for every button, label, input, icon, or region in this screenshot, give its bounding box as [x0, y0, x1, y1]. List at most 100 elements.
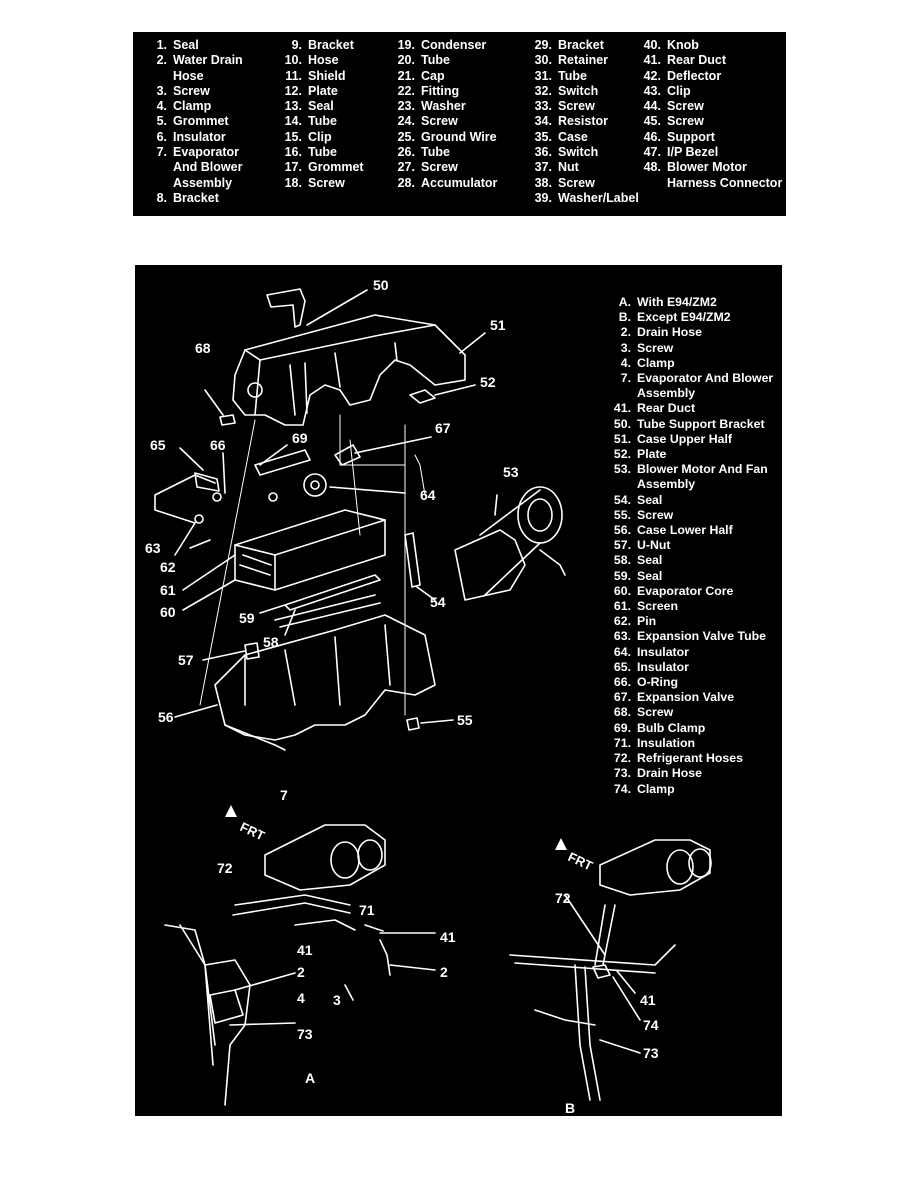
view-a-label: A: [305, 1070, 315, 1086]
legend-number: 36.: [534, 145, 552, 160]
legend-text: Drain Hose: [637, 325, 702, 340]
legend-text: With E94/ZM2: [637, 295, 717, 309]
view-a-frt-label: FRT: [238, 819, 267, 843]
callout-a-4: 4: [297, 990, 305, 1006]
legend-entry: 6.Insulator: [151, 130, 243, 145]
diagram-legend-entry: 59.Seal: [605, 569, 773, 584]
legend-text: Evaporator Core: [637, 583, 734, 598]
legend-text: Washer/Label: [558, 190, 639, 205]
legend-number: 38.: [534, 175, 552, 190]
legend-number: 72.: [613, 751, 631, 766]
diagram-legend-entry: 2. Drain Hose: [605, 325, 773, 340]
legend-number: 44.: [643, 99, 661, 114]
callout-55: 55: [457, 712, 473, 728]
diagram-legend-entry: A.With E94/ZM2: [605, 295, 773, 310]
legend-entry: And Blower: [151, 160, 243, 175]
legend-number: 6.: [156, 129, 167, 144]
legend-text: Screw: [558, 99, 595, 114]
legend-number: 62.: [613, 614, 631, 629]
legend-number: 64.: [613, 644, 631, 659]
callout-a-72: 72: [217, 860, 233, 876]
diagram-legend-entry: 55.Screw: [605, 508, 773, 523]
legend-text: Screw: [173, 83, 210, 98]
view-a-evaporator-shape: [264, 824, 386, 891]
legend-text: Seal: [173, 38, 199, 52]
legend-text: Screw: [421, 160, 458, 175]
legend-number: [151, 176, 173, 191]
diagram-legend-entry: 51. Case Upper Half: [605, 432, 773, 447]
callout-53: 53: [503, 464, 519, 480]
legend-number: 7.: [620, 371, 631, 386]
legend-number: 32.: [534, 83, 552, 98]
legend-number: 16.: [284, 145, 302, 160]
legend-number: 2.: [620, 325, 631, 340]
exploded-diagram-panel: 50 51 52 53 54 55 56 57 58 59 60 61 62 6…: [135, 265, 782, 1116]
legend-text: Ground Wire: [421, 129, 497, 144]
legend-number: 21.: [397, 68, 415, 83]
legend-number: 9.: [291, 38, 302, 52]
legend-entry: 13.Seal: [278, 99, 364, 114]
legend-number: 17.: [284, 160, 302, 175]
legend-text: Screen: [637, 599, 679, 614]
legend-text: Harness Connector: [667, 175, 783, 190]
legend-number: 68.: [613, 705, 631, 720]
legend-number: 37.: [534, 160, 552, 175]
diagram-legend-entry: 53.Blower Motor And Fan: [605, 462, 773, 477]
legend-entry: 19.Condenser: [391, 38, 497, 53]
legend-text: Knob: [667, 38, 699, 52]
legend-text: Case Upper Half: [637, 431, 732, 446]
legend-number: 8.: [156, 190, 167, 205]
diagram-legend-entry: 4.Clamp: [605, 356, 773, 371]
legend-number: 69.: [613, 720, 631, 735]
callout-54: 54: [430, 594, 446, 610]
legend-number: 60.: [613, 583, 631, 598]
legend-text: Bulb Clamp: [637, 720, 706, 735]
legend-text: Rear Duct: [667, 53, 727, 68]
legend-entry: 25.Ground Wire: [391, 130, 497, 145]
legend-entry: 35.Case: [528, 130, 639, 145]
diagram-legend-entry: 3.Screw: [605, 341, 773, 356]
legend-number: 18.: [284, 175, 302, 190]
legend-text: Except E94/ZM2: [637, 310, 731, 325]
legend-text: Seal: [637, 568, 663, 583]
legend-number: 31.: [534, 68, 552, 83]
callout-64: 64: [420, 487, 436, 503]
legend-text: Resistor: [558, 114, 609, 129]
legend-number: 12.: [284, 83, 302, 98]
legend-entry: 1.Seal: [151, 38, 243, 53]
legend-entry: Harness Connector: [637, 176, 782, 191]
callout-50: 50: [373, 277, 389, 293]
legend-text: Screw: [637, 705, 674, 720]
legend-text: Cap: [421, 68, 445, 83]
callout-a-73: 73: [297, 1026, 313, 1042]
legend-entry: 14.Tube: [278, 114, 364, 129]
legend-entry: 12.Plate: [278, 84, 364, 99]
view-b-frt-label: FRT: [566, 849, 595, 873]
legend-text: Plate: [637, 447, 667, 462]
legend-text: Screw: [667, 99, 704, 114]
callout-b-41: 41: [640, 992, 656, 1008]
legend-text: Tube: [308, 145, 337, 160]
legend-entry: 46.Support: [637, 130, 782, 145]
legend-entry: Hose: [151, 69, 243, 84]
legend-number: 61.: [613, 599, 631, 614]
legend-number: 51.: [613, 431, 631, 446]
callout-b-72: 72: [555, 890, 571, 906]
legend-number: 5.: [156, 114, 167, 129]
legend-text: Clamp: [637, 355, 675, 370]
callout-b-74: 74: [643, 1017, 659, 1033]
legend-number: 56.: [613, 523, 631, 538]
legend-entry: 15.Clip: [278, 130, 364, 145]
blower-motor-shape: [454, 529, 526, 601]
legend-text: Tube: [421, 145, 450, 160]
legend-entry: 9.Bracket: [278, 38, 364, 53]
legend-text: Fitting: [421, 83, 460, 98]
front-arrow-icon-a: [225, 805, 237, 817]
legend-text: I/P Bezel: [667, 145, 719, 160]
legend-entry: 47.I/P Bezel: [637, 145, 782, 160]
callout-a-41: 41: [297, 942, 313, 958]
